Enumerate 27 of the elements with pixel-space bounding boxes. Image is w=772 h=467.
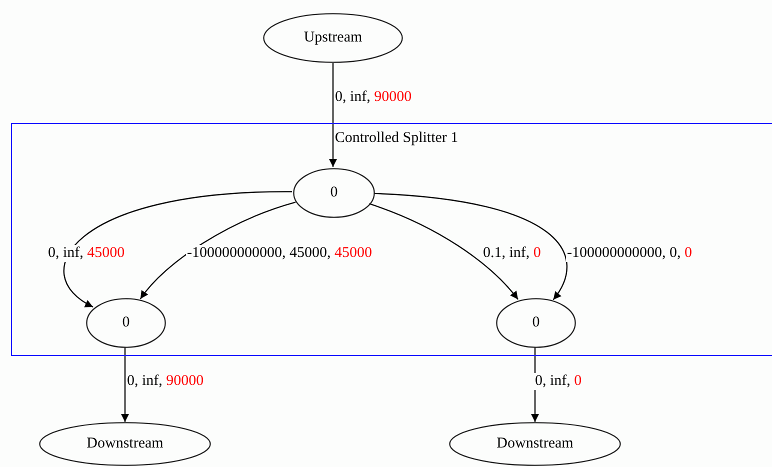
edge-label: 0, inf, 90000 bbox=[126, 373, 205, 390]
edge-label: 0, inf, 45000 bbox=[47, 245, 126, 262]
edge-label: 0.1, inf, 0 bbox=[482, 245, 542, 262]
arrow bbox=[374, 192, 568, 300]
node-label: Downstream bbox=[86, 436, 164, 452]
arrow bbox=[329, 63, 337, 167]
ellipse-node bbox=[86, 298, 166, 348]
arrow bbox=[140, 202, 296, 300]
edge-label: -100000000000, 45000, 45000 bbox=[186, 245, 373, 262]
node-label: 0 bbox=[329, 184, 339, 202]
edge-label: -100000000000, 0, 0 bbox=[566, 245, 693, 262]
arrow bbox=[369, 203, 518, 300]
arrow bbox=[64, 191, 292, 308]
ellipse-node bbox=[496, 298, 576, 348]
ellipse-node bbox=[39, 422, 211, 466]
ellipse-node bbox=[293, 168, 375, 218]
node-label: 0 bbox=[531, 314, 541, 332]
ellipse-node bbox=[263, 13, 403, 63]
edge-label: 0, inf, 90000 bbox=[334, 89, 413, 106]
cluster-frame bbox=[11, 123, 772, 356]
cluster-title: Controlled Splitter 1 bbox=[334, 130, 460, 147]
ellipse-node bbox=[449, 422, 621, 466]
node-label: Upstream bbox=[302, 30, 364, 46]
node-label: 0 bbox=[121, 314, 131, 332]
edge-label: 0, inf, 0 bbox=[534, 373, 583, 390]
node-label: Downstream bbox=[496, 436, 574, 452]
arrow bbox=[121, 347, 129, 422]
